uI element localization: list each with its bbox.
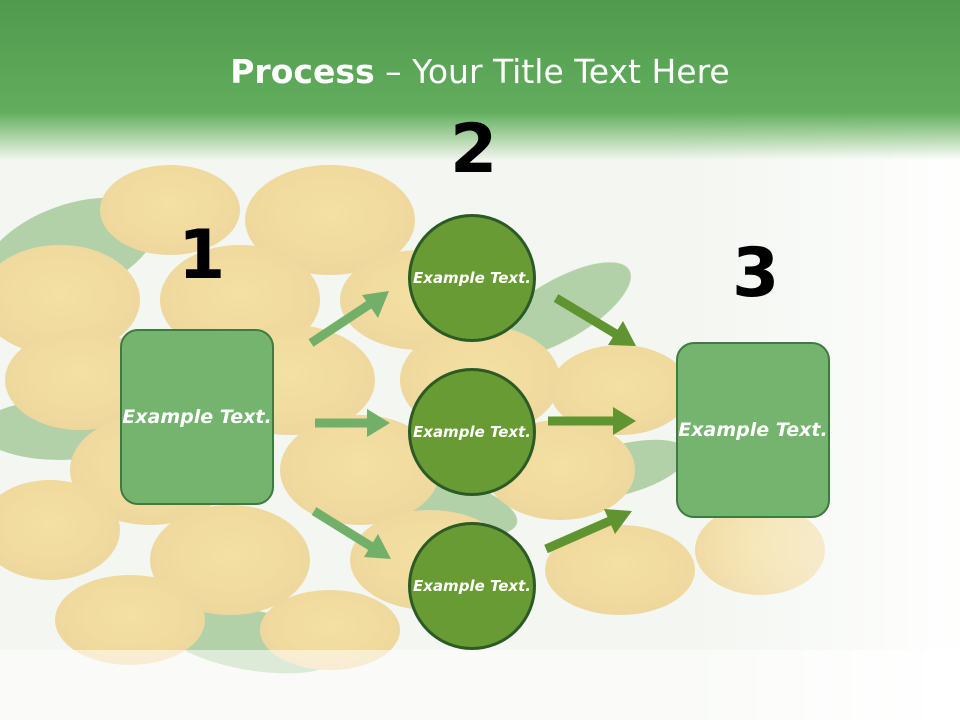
arrow-bottom-to-step-3 xyxy=(544,509,632,554)
step-1-label: Example Text. xyxy=(122,405,272,428)
arrow-top-to-step-3 xyxy=(553,294,636,346)
header-band xyxy=(0,0,960,160)
arrow-middle-to-step-3 xyxy=(548,407,636,435)
title-rest: – Your Title Text Here xyxy=(374,52,730,91)
arrow-to-middle-circle xyxy=(315,409,390,437)
circle-top-label: Example Text. xyxy=(413,268,531,287)
arrow-to-top-circle xyxy=(308,291,389,347)
step-number-3: 3 xyxy=(732,234,780,313)
arrow-to-bottom-circle xyxy=(311,507,391,559)
step-number-2: 2 xyxy=(450,110,498,189)
title-bold: Process xyxy=(230,52,375,91)
circle-middle-label: Example Text. xyxy=(413,422,531,441)
step-number-1: 1 xyxy=(178,216,226,295)
circle-bottom-label: Example Text. xyxy=(413,576,531,595)
slide-title: Process – Your Title Text Here xyxy=(0,52,960,91)
step-3-box: Example Text. xyxy=(676,342,830,518)
circle-node-middle: Example Text. xyxy=(408,368,536,496)
circle-node-top: Example Text. xyxy=(408,214,536,342)
circle-node-bottom: Example Text. xyxy=(408,522,536,650)
step-1-box: Example Text. xyxy=(120,329,274,505)
step-3-label: Example Text. xyxy=(678,418,828,441)
